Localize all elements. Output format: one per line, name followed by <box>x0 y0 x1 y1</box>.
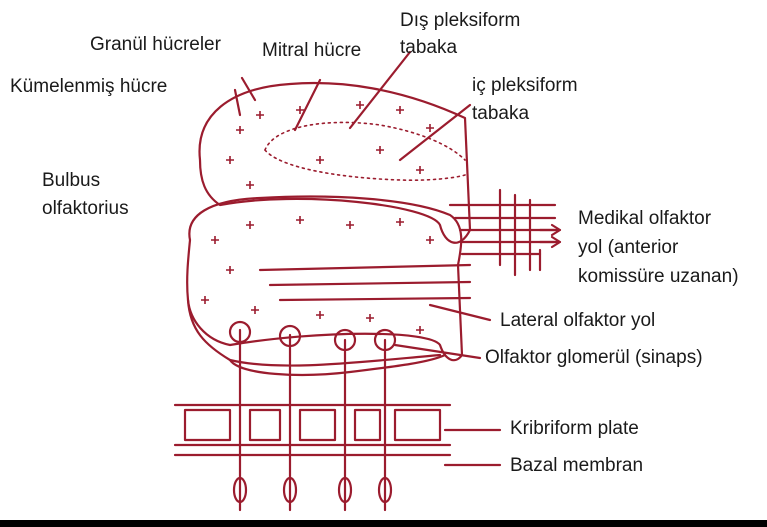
cell-speck <box>201 296 209 304</box>
cell-speck <box>366 314 374 322</box>
label-dis-pleksiform-1: Dış pleksiform <box>400 10 520 32</box>
plate-cell <box>355 410 380 440</box>
cell-speck <box>316 311 324 319</box>
label-ic-pleksiform-2: tabaka <box>472 103 529 125</box>
cell-speck <box>256 111 264 119</box>
cell-speck <box>226 156 234 164</box>
lateral-tract-line <box>270 282 470 285</box>
label-glomerul: Olfaktor glomerül (sinaps) <box>485 347 703 369</box>
label-ic-pleksiform-1: iç pleksiform <box>472 75 578 97</box>
cell-speck <box>246 221 254 229</box>
leader-line <box>350 52 410 128</box>
leader-line <box>235 90 240 115</box>
cell-speck <box>426 124 434 132</box>
label-medikal-1: Medikal olfaktor <box>578 208 711 230</box>
cell-speck <box>236 126 244 134</box>
label-medikal-2: yol (anterior <box>578 237 678 259</box>
plate-cell <box>250 410 280 440</box>
cell-speck <box>416 166 424 174</box>
lower-lobe-side <box>188 300 440 366</box>
cell-speck <box>226 266 234 274</box>
label-granul: Granül hücreler <box>90 34 221 56</box>
cell-speck <box>376 146 384 154</box>
leader-line <box>295 80 320 130</box>
upper-lobe-outline <box>200 83 470 243</box>
cell-speck <box>211 236 219 244</box>
label-kribriform: Kribriform plate <box>510 418 639 440</box>
plate-cell <box>395 410 440 440</box>
label-mitral: Mitral hücre <box>262 40 361 62</box>
medial-tract-arrow <box>540 237 560 247</box>
cell-speck <box>246 181 254 189</box>
lateral-tract-line <box>280 298 470 300</box>
cell-speck <box>251 306 259 314</box>
label-lateral: Lateral olfaktor yol <box>500 310 655 332</box>
label-kumelenmis: Kümelenmiş hücre <box>10 76 167 98</box>
upper-lobe-inner-layer-2 <box>265 150 465 180</box>
label-bazal: Bazal membran <box>510 455 643 477</box>
cell-speck <box>356 101 364 109</box>
leader-line <box>400 105 470 160</box>
label-bulbus-1: Bulbus <box>42 170 100 192</box>
plate-cell <box>300 410 335 440</box>
medial-tract-arrow <box>540 225 560 235</box>
label-medikal-3: komissüre uzanan) <box>578 266 739 288</box>
cell-speck <box>416 326 424 334</box>
leader-line <box>242 78 255 100</box>
plate-cell <box>185 410 230 440</box>
cell-speck <box>396 106 404 114</box>
label-bulbus-2: olfaktorius <box>42 198 129 220</box>
lower-lobe-outline <box>187 197 462 361</box>
cell-speck <box>396 218 404 226</box>
cell-speck <box>296 216 304 224</box>
bottom-edge-bar <box>0 520 767 527</box>
lateral-tract-line <box>260 265 470 270</box>
cell-speck <box>346 221 354 229</box>
cell-speck <box>316 156 324 164</box>
label-dis-pleksiform-2: tabaka <box>400 37 457 59</box>
cell-speck <box>426 236 434 244</box>
